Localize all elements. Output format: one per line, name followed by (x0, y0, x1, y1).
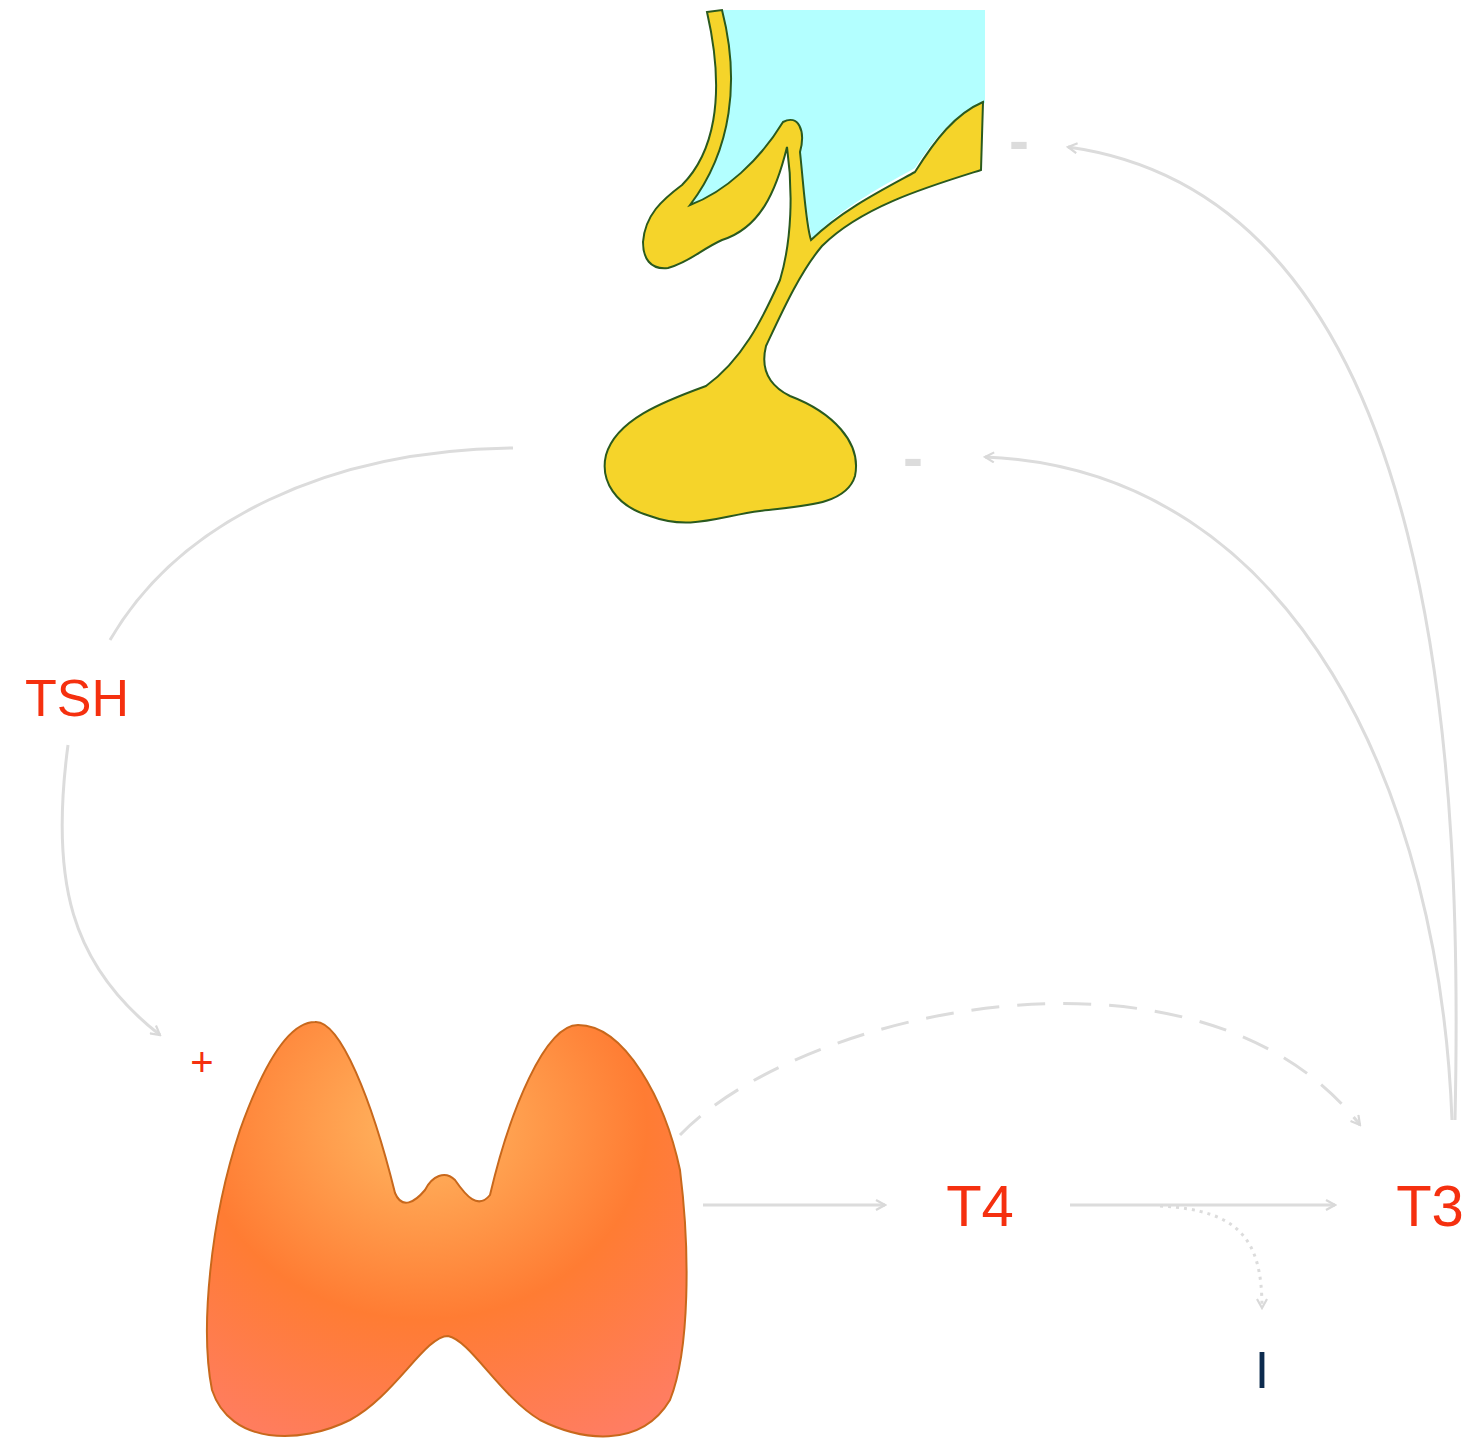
inhibition-sign: - (1009, 111, 1029, 171)
tsh-arrow (62, 745, 160, 1035)
thyroid-t4-arrow (703, 1204, 885, 1207)
thyroid-gland (207, 1022, 687, 1436)
hormone-label: T3 (1396, 1177, 1464, 1235)
iodide-dotted (1160, 1206, 1262, 1308)
inhibition-sign: - (903, 428, 923, 488)
hormone-label: TSH (25, 672, 129, 724)
hormone-label: T4 (946, 1177, 1014, 1235)
feedback-hypothalamus (1068, 147, 1456, 1120)
tsh-line (110, 448, 513, 640)
iodide-label: I (1255, 1344, 1269, 1396)
thyroid-t3-dashed (680, 1004, 1360, 1135)
stimulation-sign: + (190, 1042, 213, 1082)
t4-t3-arrow (1070, 1204, 1335, 1207)
feedback-pituitary (985, 457, 1452, 1120)
pituitary-gland (605, 10, 983, 522)
